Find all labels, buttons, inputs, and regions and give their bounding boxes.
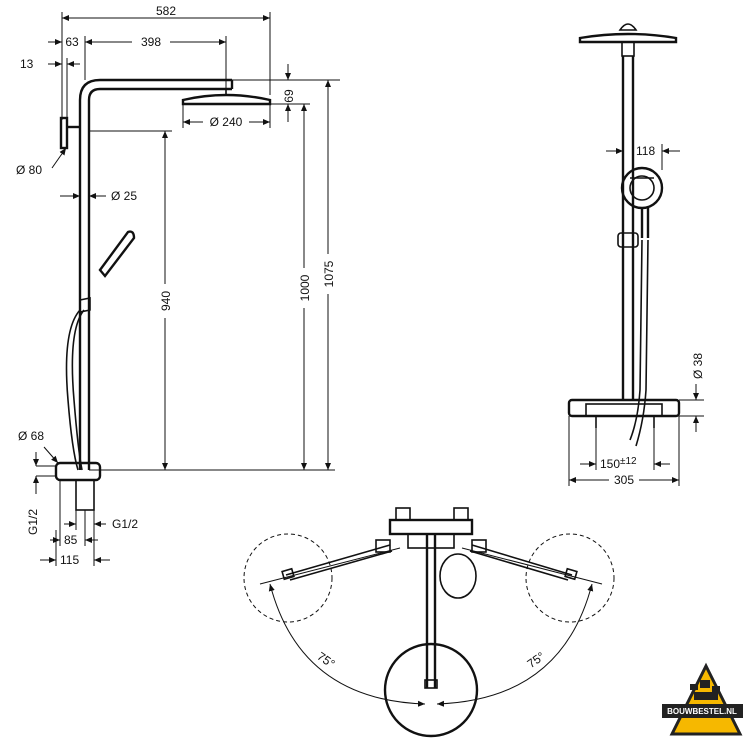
dim-305: 305	[614, 473, 634, 487]
dim-118: 118	[636, 144, 655, 158]
dim-wall-diameter: Ø 80	[16, 163, 42, 177]
arm-outer	[78, 78, 232, 101]
arm-inner	[87, 87, 232, 101]
dim-pipe-38: Ø 38	[691, 353, 705, 379]
hose	[65, 309, 81, 471]
dim-pipe-diameter: Ø 25	[111, 189, 137, 203]
dim-940: 940	[159, 291, 173, 311]
dim-85: 85	[64, 533, 78, 547]
dim-1075: 1075	[322, 260, 336, 287]
dim-69: 69	[282, 89, 296, 103]
dim-398: 398	[141, 35, 161, 49]
hand-shower	[98, 230, 136, 278]
dim-tolerance: ±12	[620, 456, 637, 467]
dim-inlet-left: G1/2	[26, 509, 40, 535]
side-view: 582 63 398 13 69 Ø 240 Ø 80 Ø 25	[16, 4, 340, 567]
dim-63: 63	[65, 35, 79, 49]
wall-bracket	[59, 116, 69, 150]
front-view: 118 Ø 38 150 ±12 305	[567, 23, 705, 487]
logo-text: BOUWBESTEL.NL	[667, 707, 737, 716]
front-head-shower	[578, 32, 678, 44]
top-mixer	[388, 518, 474, 536]
top-view: 75° 75°	[243, 507, 615, 738]
front-hand-shower	[620, 166, 664, 210]
swing-circle-right	[525, 533, 615, 623]
bouwbestel-logo: BOUWBESTEL.NL	[662, 662, 743, 736]
dim-inlet-right: G1/2	[112, 517, 138, 531]
dim-mixer-diameter: Ø 68	[18, 429, 44, 443]
mixer-body	[54, 461, 102, 482]
dim-150: 150	[600, 457, 620, 471]
dim-head-diameter: Ø 240	[210, 115, 243, 129]
dim-1000: 1000	[298, 274, 312, 301]
dim-115: 115	[60, 553, 79, 567]
dim-13: 13	[20, 57, 34, 71]
swing-circle-left	[243, 533, 333, 623]
head-shower	[181, 93, 272, 106]
dim-582: 582	[156, 4, 176, 18]
top-head-shower	[383, 642, 479, 738]
